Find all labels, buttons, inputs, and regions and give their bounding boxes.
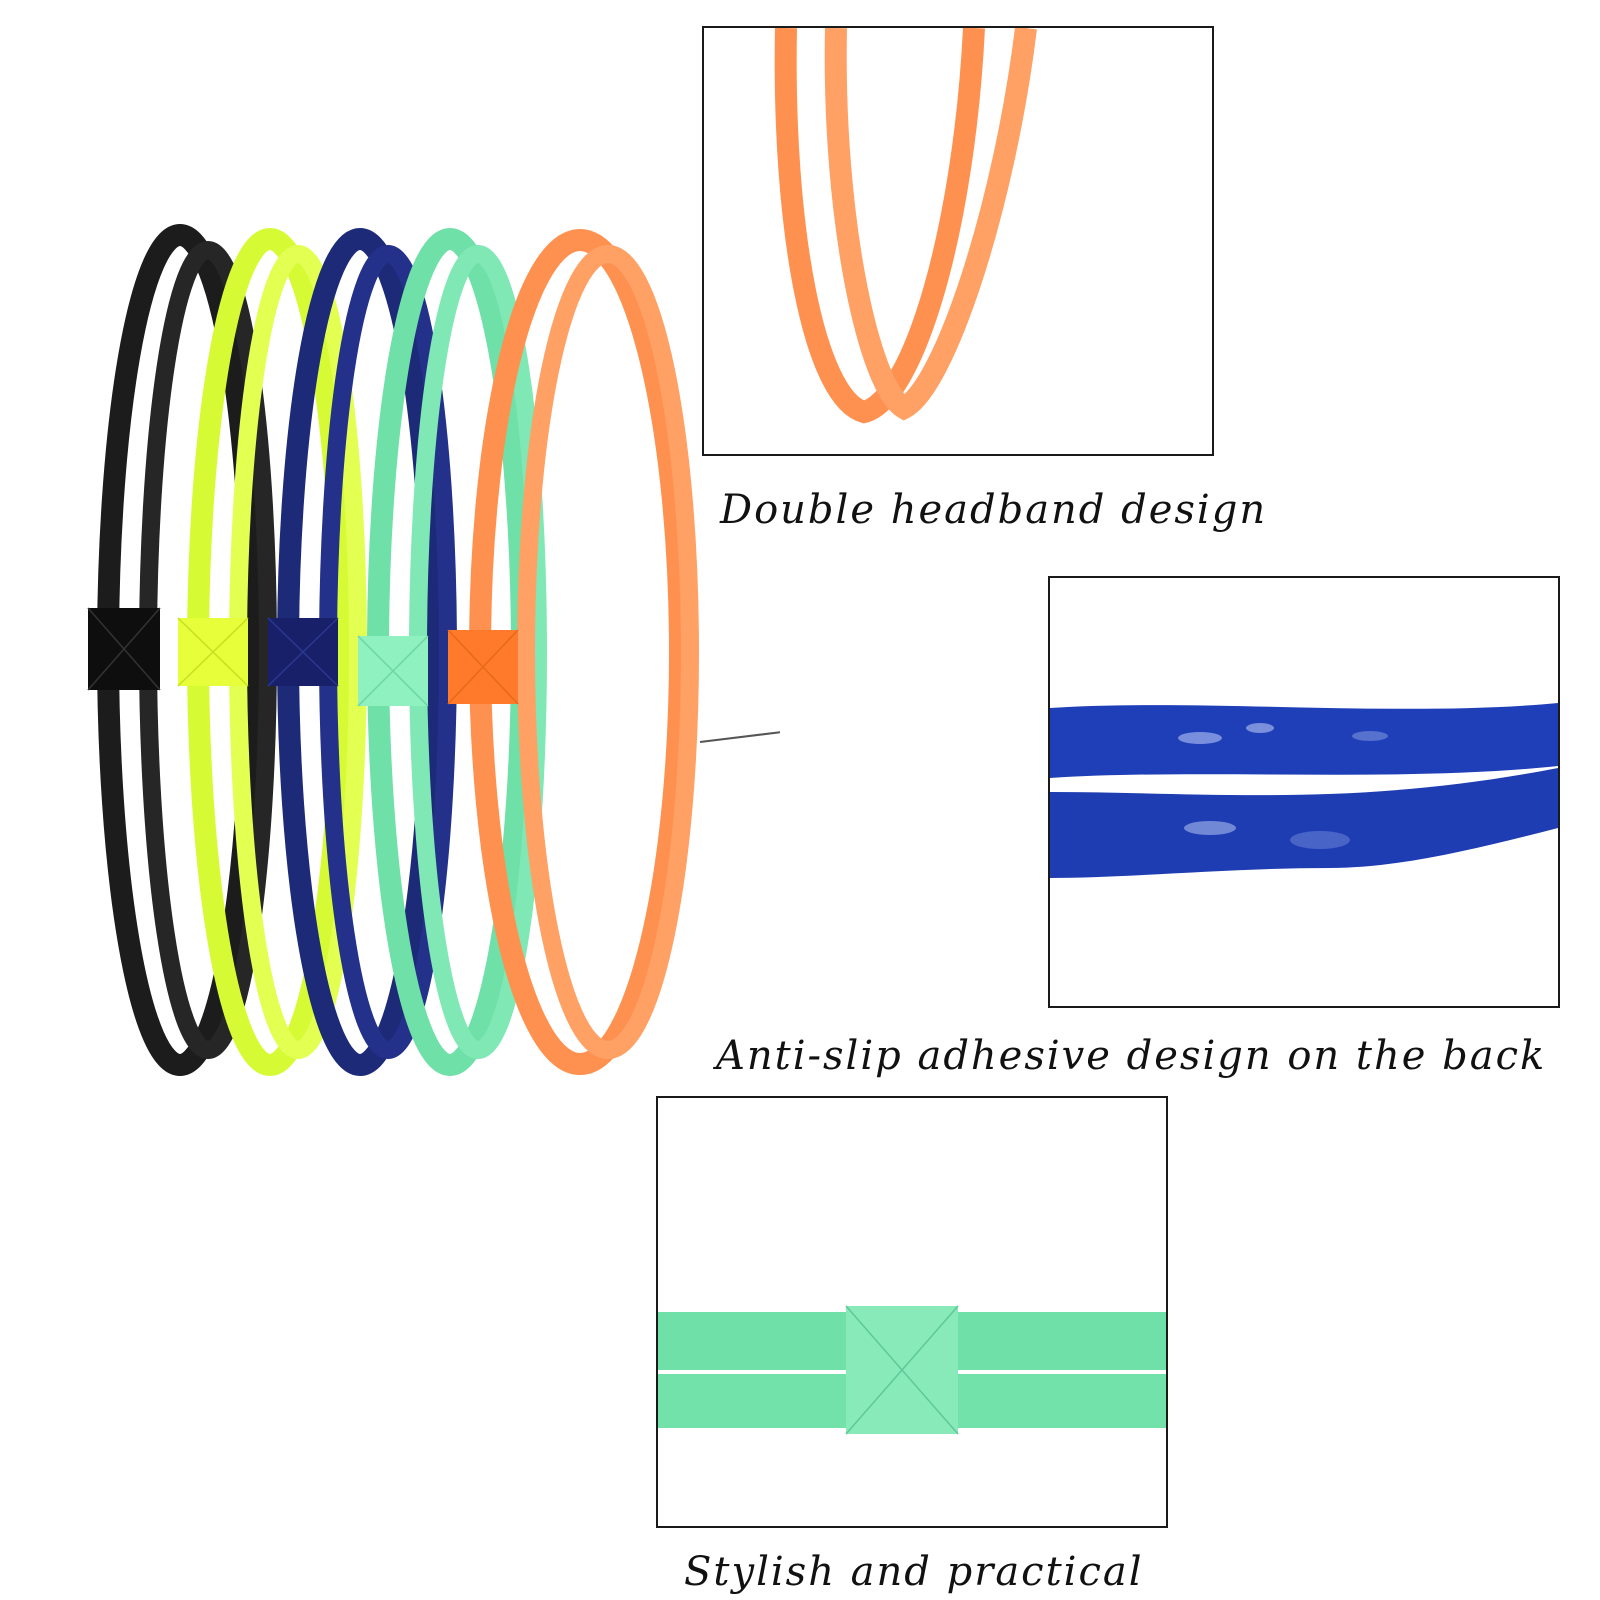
closeup-frame-double xyxy=(702,26,1214,456)
orange-double-headband-closeup xyxy=(774,28,1037,424)
closeup-frame-stylish xyxy=(656,1096,1168,1528)
caption-double-headband: Double headband design xyxy=(720,487,1268,533)
caption-antislip: Anti-slip adhesive design on the back xyxy=(716,1033,1547,1079)
headband-stack-image xyxy=(60,220,780,1100)
mint-band-closeup xyxy=(658,1305,1166,1435)
blue-antislip-band-closeup xyxy=(1050,703,1558,878)
caption-stylish: Stylish and practical xyxy=(684,1549,1144,1595)
closeup-frame-antislip xyxy=(1048,576,1560,1008)
headband-orange-inner xyxy=(517,245,699,1059)
